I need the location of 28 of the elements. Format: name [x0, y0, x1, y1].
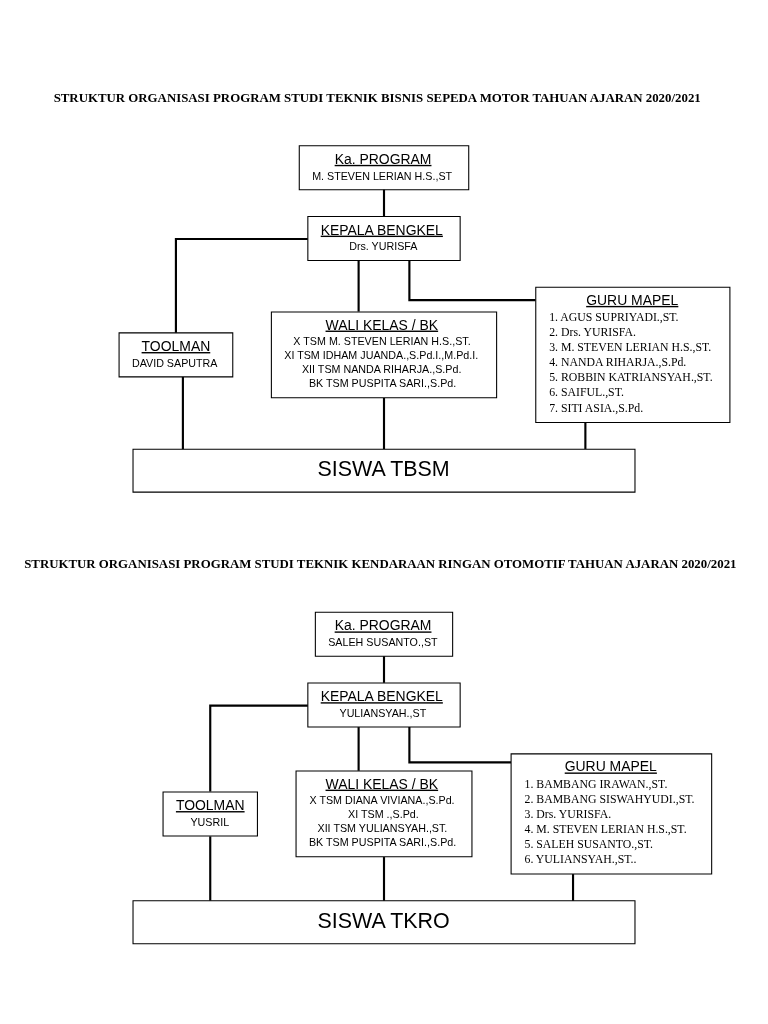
node-box: KEPALA BENGKEL YULIANSYAH.,ST [307, 682, 461, 728]
connector [382, 398, 386, 449]
connector [382, 656, 386, 683]
connector [181, 376, 184, 450]
node-box: SISWA TKRO [132, 900, 636, 945]
node-box: Ka. PROGRAM M. STEVEN LERIAN H.S.,ST [298, 145, 470, 191]
node-box: WALI KELAS / BK X TSM DIANA VIVIANA.,S.Pd. XI TSM .,S.Pd. XII TSM YULIANSYAH.,ST. BK TSM PUSPITA SARI.,S.Pd. [295, 770, 473, 858]
connector [357, 727, 360, 771]
node-box: KEPALA BENGKEL Drs. YURISFA [307, 215, 461, 261]
connector [584, 422, 587, 449]
connector [209, 704, 308, 792]
node-box: TOOLMAN YUSRIL [162, 791, 258, 837]
node-box: SISWA TBSM [132, 448, 636, 493]
node-box: GURU MAPEL 1. BAMBANG IRAWAN.,ST. 2. BAMBANG SISWAHYUDI.,ST. 3. Drs. YURISFA. 4. M. STEVEN LERIAN H.S.,ST. 5. SALEH SUSANTO.,ST. 6. YULIANSYAH.,ST.. [510, 753, 713, 875]
node-box: Ka. PROGRAM SALEH SUSANTO.,ST [314, 611, 454, 657]
connector [357, 260, 360, 312]
connector [408, 727, 511, 764]
label: STRUKTUR ORGANISASI PROGRAM STUDI TEKNIK BISNIS SEPEDA MOTOR TAHUAN AJARAN 2020/2021 [53, 90, 701, 105]
connector [408, 260, 536, 302]
connector [382, 189, 386, 217]
connector [571, 874, 575, 901]
label: STRUKTUR ORGANISASI PROGRAM STUDI TEKNIK KENDARAAN RINGAN OTOMOTIF TAHUAN AJARAN 2020/2021 [24, 557, 737, 572]
node-box: TOOLMAN DAVID SAPUTRA [118, 332, 234, 378]
node-box: WALI KELAS / BK X TSM M. STEVEN LERIAN H.S.,ST. XI TSM IDHAM JUANDA.,S.Pd.I.,M.Pd.I. XII TSM NANDA RIHARJA.,S.Pd. BK TSM PUSPITA SARI.,S.Pd. [270, 311, 498, 399]
node-box: GURU MAPEL 1. AGUS SUPRIYADI.,ST. 2. Drs. YURISFA. 3. M. STEVEN LERIAN H.S.,ST. 4. NANDA RIHARJA.,S.Pd. 5. ROBBIN KATRIANSYAH.,ST. 6. SAIFUL.,ST. 7. SITI ASIA.,S.Pd. [535, 286, 731, 423]
connector [174, 237, 308, 333]
connector [209, 836, 212, 901]
connector [382, 857, 386, 901]
